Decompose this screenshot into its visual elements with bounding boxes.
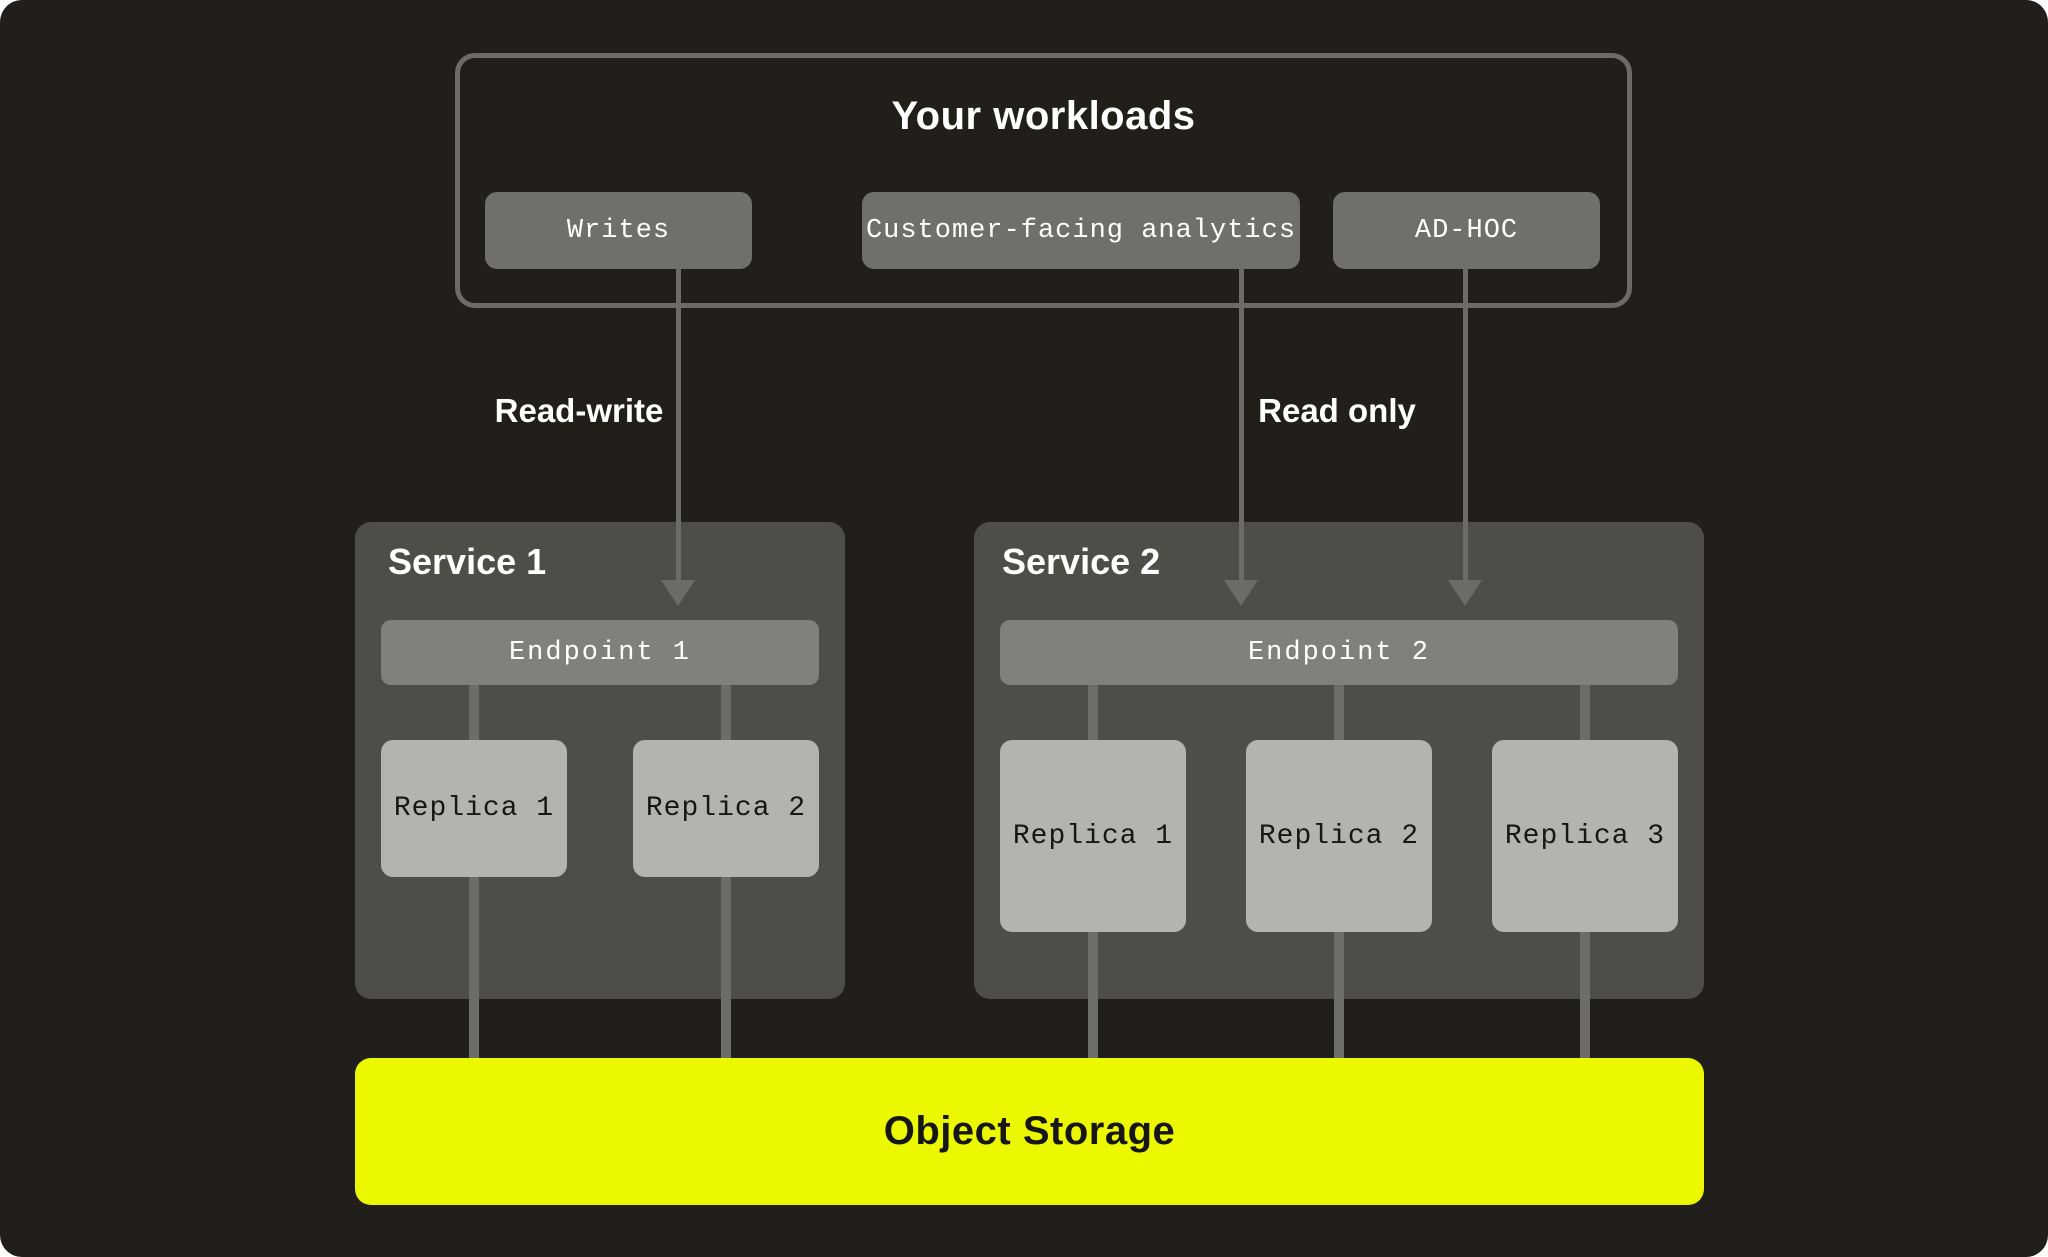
edge-adhoc-to-endpoint2-line — [1463, 269, 1468, 582]
object-storage-box: Object Storage — [355, 1058, 1704, 1205]
workload-chip-writes: Writes — [485, 192, 752, 269]
workloads-group-box — [455, 53, 1632, 308]
service2-replica3-box: Replica 3 — [1492, 740, 1678, 932]
endpoint1-bar: Endpoint 1 — [381, 620, 819, 685]
read-write-label: Read-write — [494, 392, 664, 429]
edge-writes-to-endpoint1-line — [676, 269, 681, 582]
service1-replica2-box: Replica 2 — [633, 740, 819, 877]
read-only-label: Read only — [1258, 392, 1416, 429]
service1-replica1-box: Replica 1 — [381, 740, 567, 877]
edge-adhoc-arrowhead-icon — [1448, 580, 1482, 606]
workload-chip-ad-hoc: AD-HOC — [1333, 192, 1600, 269]
edge-writes-arrowhead-icon — [661, 580, 695, 606]
workloads-title: Your workloads — [891, 94, 1196, 138]
service2-replica2-box: Replica 2 — [1246, 740, 1432, 932]
service2-replica1-box: Replica 1 — [1000, 740, 1186, 932]
edge-analytics-to-endpoint2-line — [1239, 269, 1244, 582]
service1-title: Service 1 — [388, 541, 547, 582]
endpoint2-bar: Endpoint 2 — [1000, 620, 1678, 685]
service2-title: Service 2 — [1002, 541, 1161, 582]
object-storage-label: Object Storage — [883, 1109, 1176, 1153]
edge-analytics-arrowhead-icon — [1224, 580, 1258, 606]
workload-chip-customer-facing-analytics: Customer-facing analytics — [862, 192, 1300, 269]
